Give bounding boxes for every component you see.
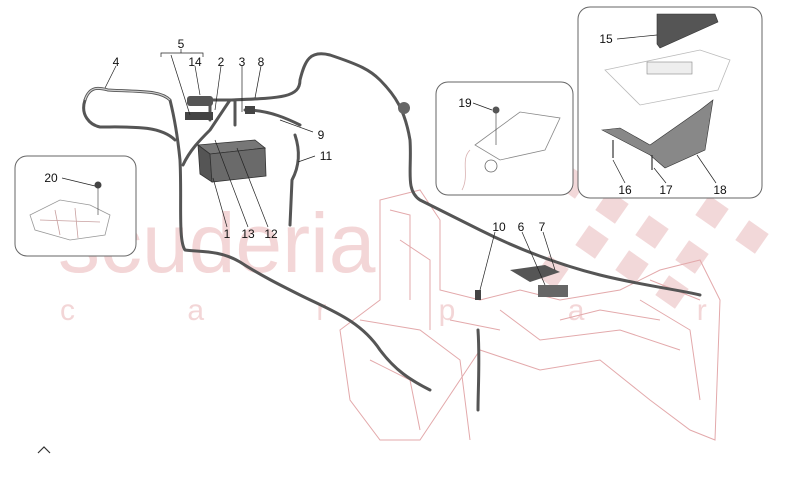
- callout-18[interactable]: 18: [713, 183, 727, 197]
- callout-3[interactable]: 3: [239, 55, 246, 69]
- callout-8[interactable]: 8: [258, 55, 265, 69]
- fuse-box-cover: [187, 96, 213, 106]
- callout-12[interactable]: 12: [264, 227, 278, 241]
- callout-9[interactable]: 9: [318, 128, 325, 142]
- inset-detail-20: [14, 155, 137, 257]
- callout-20[interactable]: 20: [44, 171, 58, 185]
- callout-2[interactable]: 2: [218, 55, 225, 69]
- leader-lines: [61, 34, 717, 291]
- callout-14[interactable]: 14: [188, 55, 202, 69]
- battery: [196, 139, 267, 183]
- callout-5[interactable]: 5: [178, 37, 185, 51]
- chassis-frame: [339, 189, 721, 441]
- callouts: 5 4 14 2 3 8 9 11 1 13 12 20 19 15 16 17…: [44, 32, 727, 241]
- callout-4[interactable]: 4: [113, 55, 120, 69]
- ground-stud: [475, 290, 481, 300]
- callout-6[interactable]: 6: [518, 220, 525, 234]
- callout-13[interactable]: 13: [241, 227, 255, 241]
- callout-15[interactable]: 15: [599, 32, 613, 46]
- chevron-up-icon[interactable]: [36, 444, 52, 456]
- power-module: [510, 265, 560, 282]
- callout-17[interactable]: 17: [659, 183, 673, 197]
- fuse-box-base: [185, 112, 213, 120]
- grommet: [398, 102, 410, 114]
- callout-16[interactable]: 16: [618, 183, 632, 197]
- callout-11[interactable]: 11: [320, 149, 333, 163]
- junction-block: [538, 285, 568, 297]
- inset-detail-19: [435, 81, 574, 196]
- wiring-harness: [82, 52, 702, 412]
- watermark: scuderia c a r p a r t s: [58, 165, 798, 327]
- callout-10[interactable]: 10: [492, 220, 506, 234]
- terminal-connector: [245, 106, 255, 114]
- callout-1[interactable]: 1: [224, 227, 231, 241]
- callout-7[interactable]: 7: [539, 220, 546, 234]
- callout-19[interactable]: 19: [458, 96, 472, 110]
- watermark-tagline: c a r p a r t s: [60, 294, 798, 327]
- inset-detail-15-18: [577, 6, 763, 199]
